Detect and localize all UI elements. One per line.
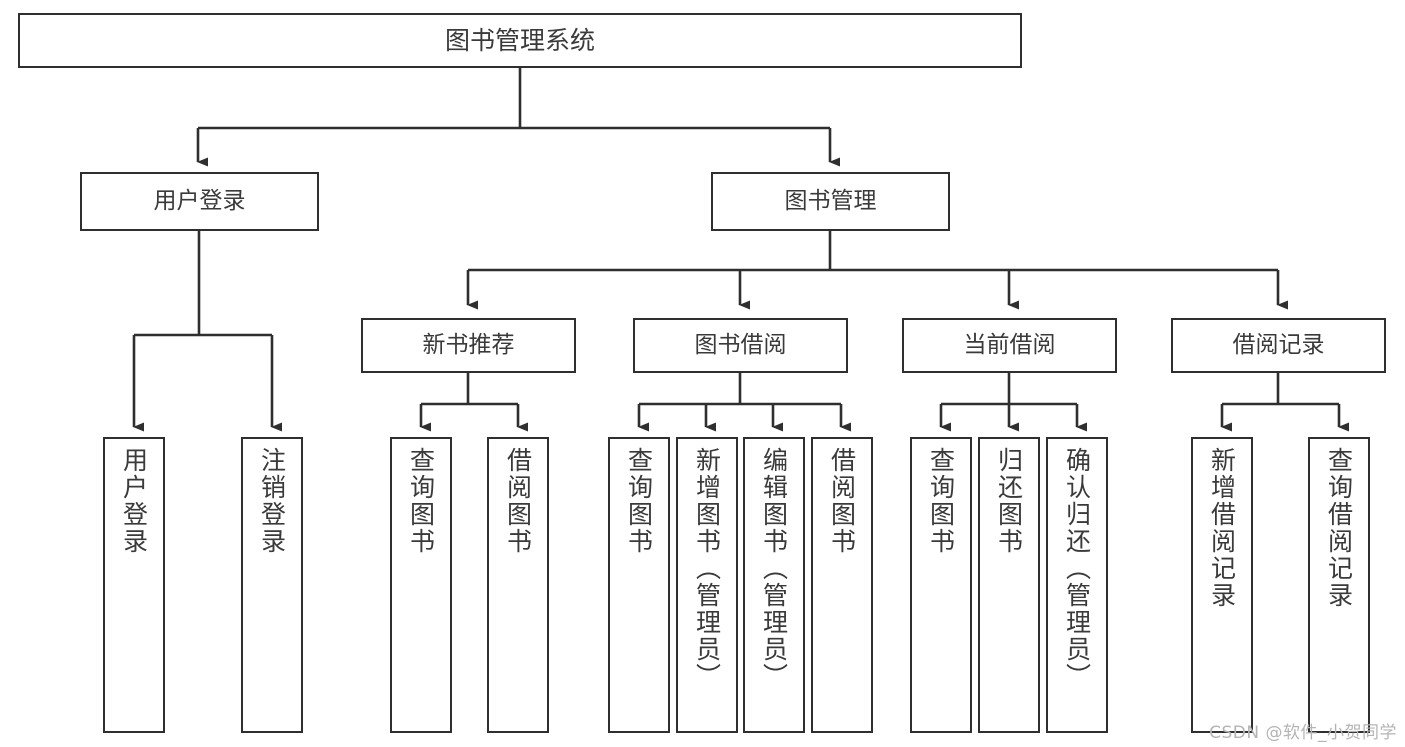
- node-root-system[interactable]: 图书管理系统: [18, 13, 1022, 68]
- node-label: 图书借阅: [694, 331, 787, 358]
- node-leaf-add-borrow-record[interactable]: 新增借阅记录: [1191, 437, 1253, 733]
- node-leaf-return-book[interactable]: 归还图书: [978, 437, 1040, 733]
- node-label: 查询图书: [624, 447, 654, 555]
- node-label: 用户登录: [119, 447, 149, 555]
- node-label: 新书推荐: [422, 331, 515, 358]
- node-label: 图书管理系统: [444, 25, 595, 55]
- node-book-management[interactable]: 图书管理: [711, 172, 950, 231]
- node-label: 编辑图书（管理员）: [759, 447, 789, 690]
- node-leaf-confirm-return-admin[interactable]: 确认归还（管理员）: [1046, 437, 1108, 733]
- node-label: 查询图书: [926, 447, 956, 555]
- node-label: 新增借阅记录: [1207, 447, 1237, 609]
- node-label: 图书管理: [784, 187, 877, 214]
- node-label: 用户登录: [153, 187, 246, 214]
- node-label: 查询借阅记录: [1324, 447, 1354, 609]
- node-leaf-edit-book-admin[interactable]: 编辑图书（管理员）: [743, 437, 805, 733]
- node-leaf-logout[interactable]: 注销登录: [241, 437, 303, 733]
- watermark: CSDN @软件_小贺同学: [1209, 723, 1397, 743]
- node-label: 借阅记录: [1232, 331, 1325, 358]
- node-label: 新增图书（管理员）: [692, 447, 722, 690]
- node-leaf-borrow-book[interactable]: 借阅图书: [811, 437, 873, 733]
- node-label: 当前借阅: [963, 331, 1056, 358]
- node-leaf-query-book-borrow[interactable]: 查询图书: [608, 437, 670, 733]
- node-current-borrow[interactable]: 当前借阅: [902, 318, 1117, 373]
- node-label: 确认归还（管理员）: [1062, 447, 1092, 690]
- node-leaf-query-borrow-record[interactable]: 查询借阅记录: [1308, 437, 1370, 733]
- node-book-borrow[interactable]: 图书借阅: [633, 318, 848, 373]
- node-label: 借阅图书: [503, 447, 533, 555]
- node-new-book-recommend[interactable]: 新书推荐: [361, 318, 576, 373]
- node-leaf-add-book-admin[interactable]: 新增图书（管理员）: [676, 437, 738, 733]
- node-label: 查询图书: [406, 447, 436, 555]
- node-label: 归还图书: [994, 447, 1024, 555]
- node-label: 注销登录: [257, 447, 287, 555]
- node-label: 借阅图书: [827, 447, 857, 555]
- node-leaf-user-login[interactable]: 用户登录: [103, 437, 165, 733]
- node-leaf-query-book-recommend[interactable]: 查询图书: [390, 437, 452, 733]
- node-leaf-query-book-current[interactable]: 查询图书: [910, 437, 972, 733]
- node-leaf-borrow-book-recommend[interactable]: 借阅图书: [487, 437, 549, 733]
- node-user-login[interactable]: 用户登录: [80, 172, 319, 231]
- node-borrow-record[interactable]: 借阅记录: [1171, 318, 1386, 373]
